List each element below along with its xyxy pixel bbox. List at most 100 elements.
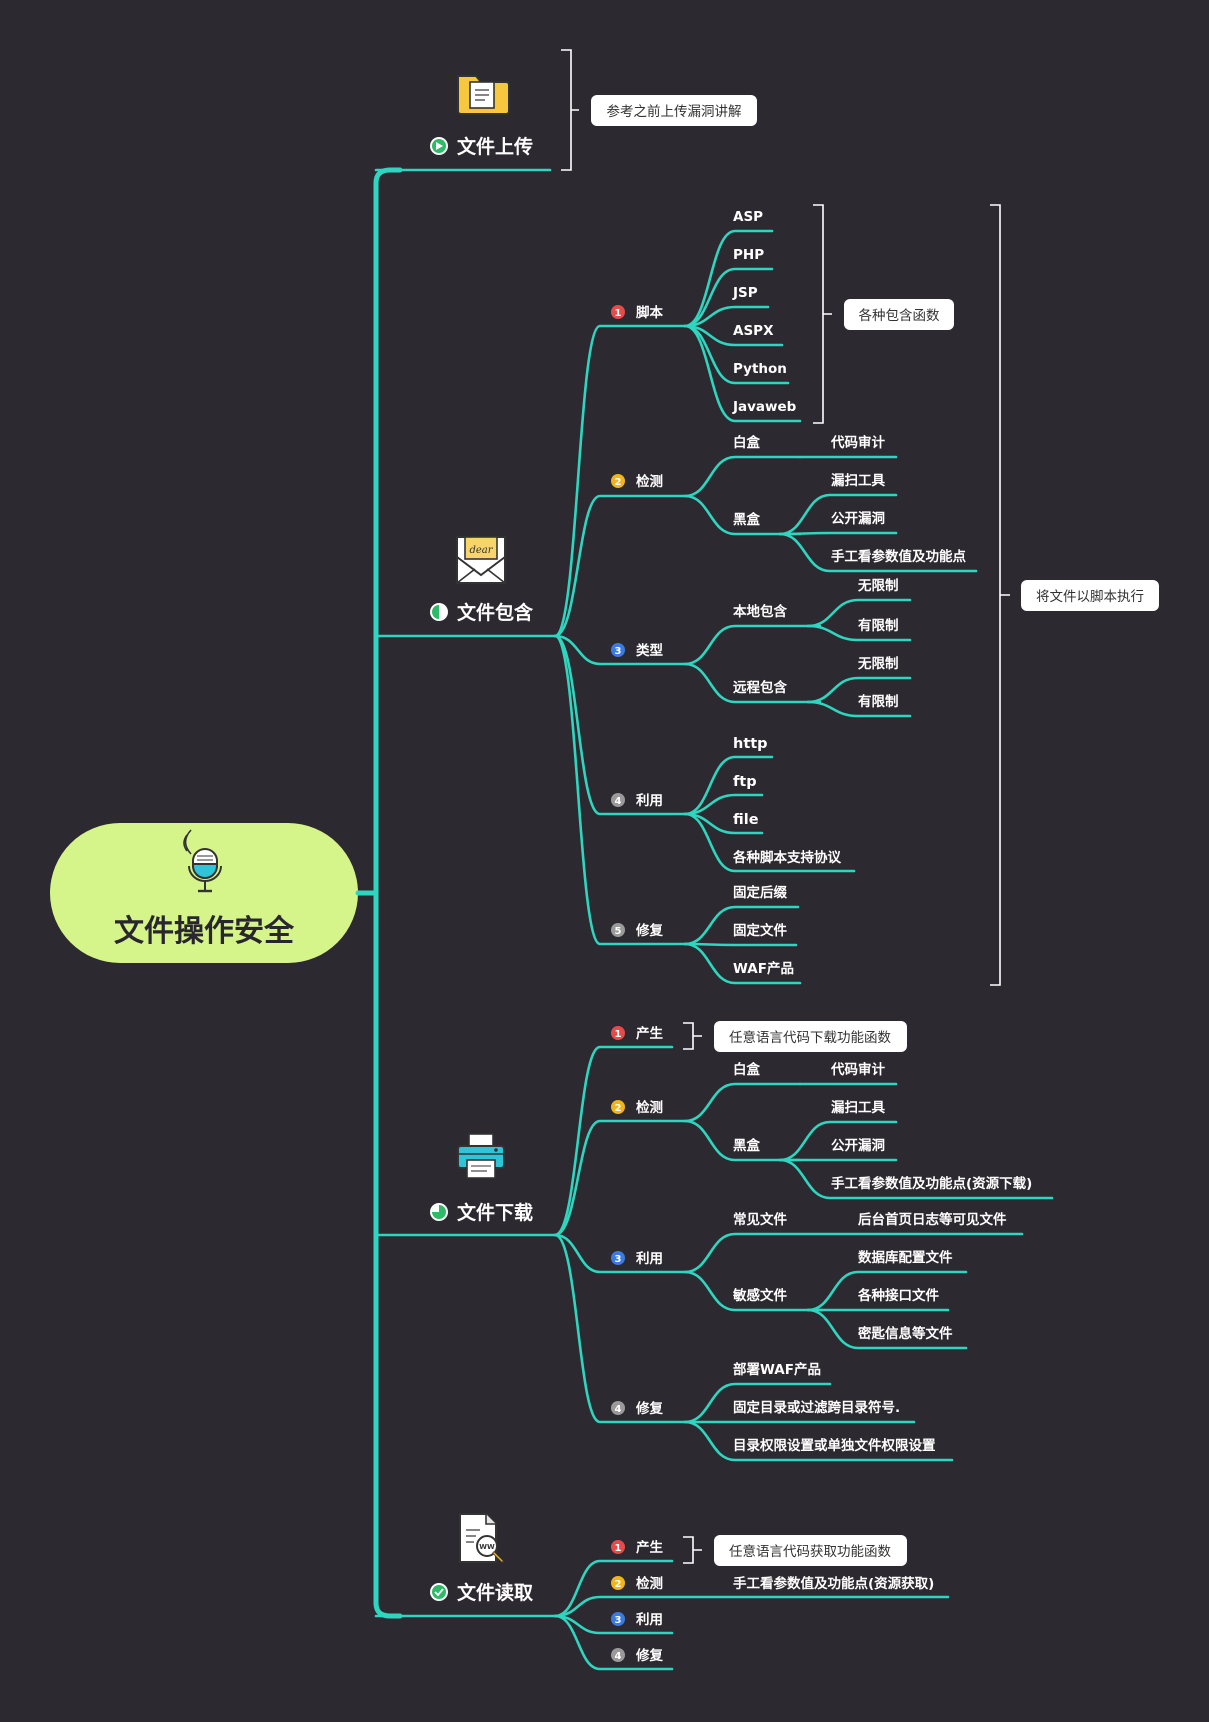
svg-text:本地包含: 本地包含 [733, 603, 787, 620]
svg-text:Python: Python [733, 361, 787, 377]
svg-text:漏扫工具: 漏扫工具 [831, 1099, 885, 1116]
svg-text:ASPX: ASPX [733, 323, 774, 339]
svg-text:检测: 检测 [636, 473, 663, 490]
web-document-search-icon: WW [459, 1513, 505, 1564]
svg-text:JSP: JSP [732, 285, 758, 301]
svg-text:固定后缀: 固定后缀 [733, 884, 787, 901]
svg-text:利用: 利用 [636, 1250, 663, 1267]
svg-text:检测: 检测 [636, 1099, 663, 1116]
root-title: 文件操作安全 [114, 914, 295, 949]
read-produce[interactable]: 1 产生 任意语言代码获取功能函数 [611, 1535, 907, 1566]
download-detect[interactable]: 2 检测 白盒 黑盒 代码审计 漏扫工具 公开漏洞 手工看参数值及功能点(资源下… [611, 1061, 1054, 1200]
include-type[interactable]: 3 类型 本地包含 远程包含 无限制 有限制 无限制 有限制 [611, 577, 912, 718]
include-use[interactable]: 4 利用 http ftp file 各种脚本支持协议 [611, 736, 856, 873]
read-use[interactable]: 3 利用 [611, 1611, 663, 1628]
read-detect[interactable]: 2 检测 手工看参数值及功能点(资源获取) [611, 1575, 934, 1592]
microphone-icon [183, 829, 222, 893]
section-include-title: 文件包含 [457, 601, 534, 624]
svg-text:数据库配置文件: 数据库配置文件 [858, 1249, 953, 1266]
note-upload: 参考之前上传漏洞讲解 [591, 95, 757, 126]
svg-text:2: 2 [615, 1103, 622, 1114]
svg-text:敏感文件: 敏感文件 [732, 1287, 787, 1304]
play-icon [430, 137, 448, 155]
section-read[interactable]: WW 文件读取 1 产生 任意语言代码获取功能函数 2 检测 手工看参数值及功能… [374, 1513, 950, 1671]
svg-text:3: 3 [615, 1615, 622, 1626]
svg-text:file: file [733, 812, 759, 828]
svg-text:公开漏洞: 公开漏洞 [831, 511, 885, 527]
svg-text:手工看参数值及功能点: 手工看参数值及功能点 [831, 548, 966, 565]
svg-text:代码审计: 代码审计 [830, 434, 885, 451]
svg-text:有限制: 有限制 [858, 617, 899, 634]
check-circle-icon [430, 1583, 448, 1601]
include-fix[interactable]: 5 修复 固定后缀 固定文件 WAF产品 [611, 884, 802, 985]
download-use[interactable]: 3 利用 常见文件 后台首页日志等可见文件 敏感文件 数据库配置文件 各种接口文… [611, 1211, 1024, 1350]
svg-text:1: 1 [615, 308, 622, 319]
include-script[interactable]: 1 脚本 ASP PHP JSP ASPX Python Javaweb 各种包… [611, 204, 954, 424]
svg-text:后台首页日志等可见文件: 后台首页日志等可见文件 [858, 1211, 1007, 1228]
svg-text:4: 4 [615, 796, 622, 807]
svg-text:1: 1 [615, 1543, 622, 1554]
section-upload[interactable]: 文件上传 参考之前上传漏洞讲解 [374, 49, 757, 172]
note-read-produce: 任意语言代码获取功能函数 [714, 1535, 907, 1566]
main-trunk [355, 167, 403, 1619]
svg-text:漏扫工具: 漏扫工具 [831, 472, 885, 489]
svg-text:修复: 修复 [635, 922, 664, 939]
svg-text:WAF产品: WAF产品 [733, 960, 794, 977]
svg-text:白盒: 白盒 [733, 434, 761, 451]
svg-text:类型: 类型 [636, 642, 664, 659]
svg-text:公开漏洞: 公开漏洞 [831, 1138, 885, 1154]
svg-text:任意语言代码获取功能函数: 任意语言代码获取功能函数 [729, 1543, 891, 1560]
svg-text:参考之前上传漏洞讲解: 参考之前上传漏洞讲解 [607, 103, 742, 120]
read-fix[interactable]: 4 修复 [611, 1647, 664, 1664]
svg-text:4: 4 [615, 1651, 622, 1662]
svg-text:无限制: 无限制 [857, 655, 899, 672]
svg-text:将文件以脚本执行: 将文件以脚本执行 [1036, 589, 1144, 605]
svg-text:密匙信息等文件: 密匙信息等文件 [857, 1325, 953, 1342]
svg-text:利用: 利用 [636, 792, 663, 809]
half-circle-icon [430, 603, 448, 621]
include-detect[interactable]: 2 检测 白盒 黑盒 代码审计 漏扫工具 公开漏洞 手工看参数值及功能点 [611, 434, 978, 573]
svg-text:产生: 产生 [636, 1539, 664, 1556]
svg-text:无限制: 无限制 [857, 577, 899, 594]
svg-text:ftp: ftp [733, 774, 757, 790]
svg-text:2: 2 [615, 1579, 622, 1590]
envelope-letter-icon: dear [456, 536, 506, 584]
svg-text:白盒: 白盒 [733, 1061, 761, 1078]
root-node[interactable]: 文件操作安全 [50, 823, 358, 963]
download-produce[interactable]: 1 产生 任意语言代码下载功能函数 [611, 1021, 907, 1052]
svg-text:修复: 修复 [635, 1647, 664, 1664]
section-read-title: 文件读取 [457, 1581, 533, 1604]
svg-text:黑盒: 黑盒 [733, 511, 761, 528]
svg-text:脚本: 脚本 [636, 304, 664, 321]
svg-text:各种包含函数: 各种包含函数 [859, 308, 940, 324]
svg-text:WW: WW [479, 1543, 495, 1551]
note-download-produce: 任意语言代码下载功能函数 [714, 1021, 907, 1052]
svg-text:利用: 利用 [636, 1611, 663, 1628]
note-include-functions: 各种包含函数 [844, 299, 954, 330]
svg-text:3: 3 [615, 1254, 622, 1265]
svg-text:任意语言代码下载功能函数: 任意语言代码下载功能函数 [729, 1029, 891, 1046]
svg-text:各种接口文件: 各种接口文件 [857, 1287, 939, 1304]
svg-text:远程包含: 远程包含 [733, 679, 787, 696]
svg-text:黑盒: 黑盒 [733, 1137, 761, 1154]
svg-text:4: 4 [615, 1404, 622, 1415]
svg-text:3: 3 [615, 646, 622, 657]
download-fix[interactable]: 4 修复 部署WAF产品 固定目录或过滤跨目录符号. 目录权限设置或单独文件权限… [611, 1361, 954, 1462]
note-include-exec: 将文件以脚本执行 [1021, 580, 1159, 611]
pie-progress-icon [430, 1203, 448, 1221]
svg-text:产生: 产生 [636, 1025, 664, 1042]
svg-text:常见文件: 常见文件 [733, 1211, 787, 1228]
svg-text:PHP: PHP [733, 247, 764, 263]
svg-text:各种脚本支持协议: 各种脚本支持协议 [732, 849, 841, 866]
svg-text:固定文件: 固定文件 [733, 922, 787, 939]
section-include[interactable]: dear 文件包含 1 脚本 ASP PHP JSP ASPX [374, 204, 1159, 986]
svg-text:有限制: 有限制 [858, 693, 899, 710]
svg-text:检测: 检测 [636, 1575, 663, 1592]
svg-text:2: 2 [615, 477, 622, 488]
section-download[interactable]: 文件下载 1 产生 任意语言代码下载功能函数 2 检测 白盒 黑盒 代码审计 [374, 1021, 1054, 1462]
svg-text:5: 5 [615, 926, 622, 937]
svg-text:手工看参数值及功能点(资源获取): 手工看参数值及功能点(资源获取) [733, 1575, 934, 1592]
svg-text:http: http [733, 736, 768, 752]
svg-text:1: 1 [615, 1029, 622, 1040]
